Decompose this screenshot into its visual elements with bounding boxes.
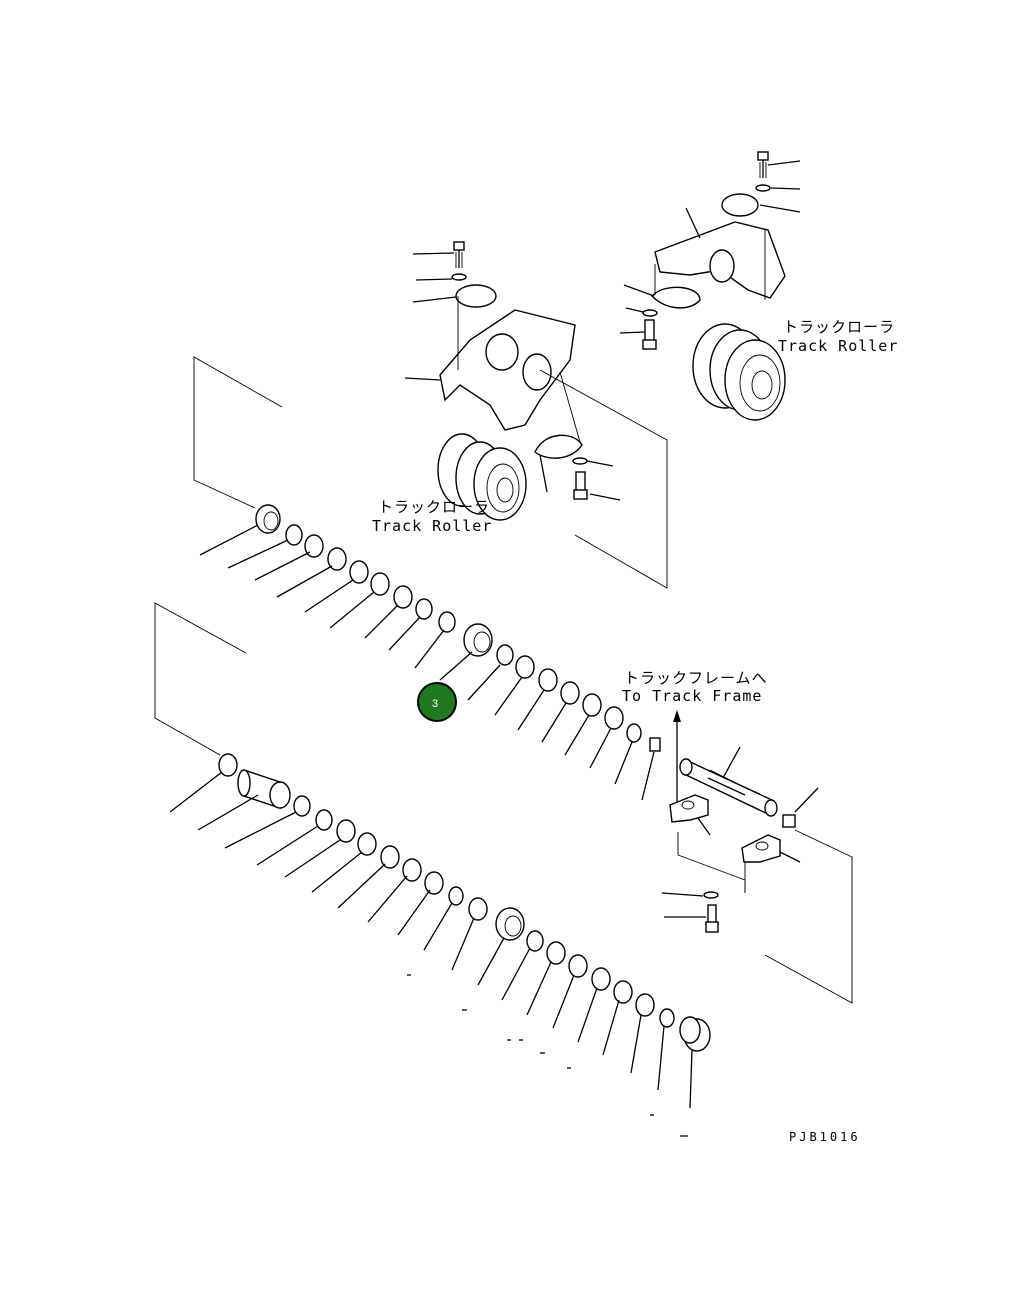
track-frame-arrow bbox=[673, 710, 681, 805]
upper-left-assembly bbox=[404, 241, 621, 521]
frame-lines bbox=[154, 356, 853, 1004]
callout-circle[interactable] bbox=[417, 682, 457, 722]
callout-number[interactable]: 3 bbox=[432, 698, 438, 710]
track-roller-lower-ja: トラックローラ bbox=[378, 498, 490, 516]
callout-badge[interactable]: 3 bbox=[417, 682, 457, 722]
track-roller-lower-en: Track Roller bbox=[372, 517, 492, 535]
track-frame-en: To Track Frame bbox=[622, 687, 762, 705]
pin-assembly bbox=[661, 746, 819, 933]
upper-right-assembly bbox=[619, 151, 801, 421]
drawing-code: PJB1016 bbox=[789, 1130, 861, 1144]
shaft-row-upper bbox=[199, 504, 661, 801]
shaft-row-lower bbox=[169, 753, 711, 1137]
track-roller-upper-en: Track Roller bbox=[778, 337, 898, 355]
track-roller-upper-ja: トラックローラ bbox=[783, 318, 895, 336]
track-frame-ja: トラックフレームへ bbox=[624, 669, 768, 687]
